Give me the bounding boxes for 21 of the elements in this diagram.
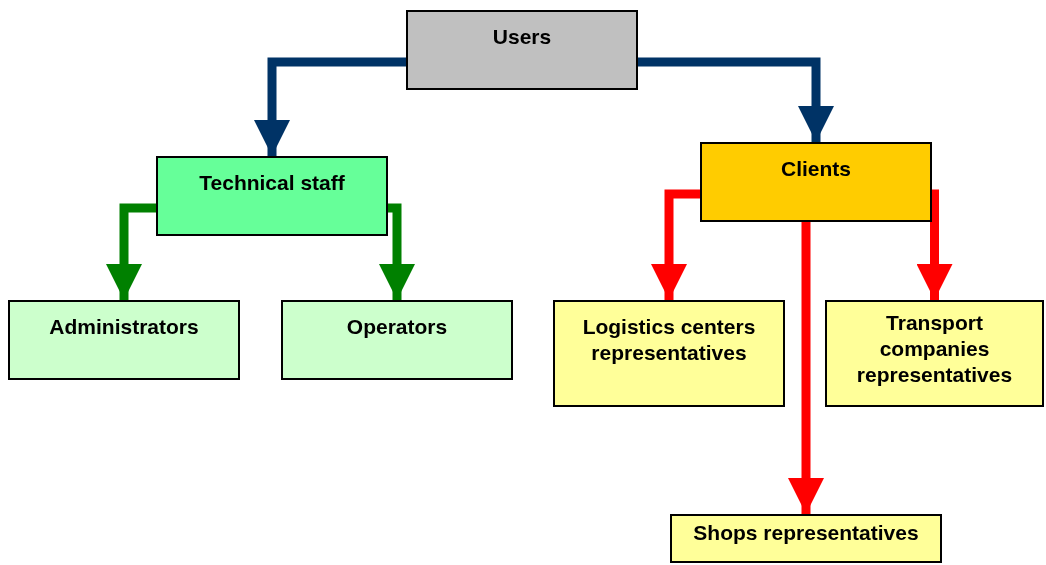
box-label: Clients — [781, 156, 851, 182]
box-label: Operators — [346, 314, 448, 340]
box-label: Shops representatives — [693, 520, 919, 546]
arrow — [254, 57, 406, 156]
box-label: Users — [492, 24, 552, 50]
org-box — [281, 300, 513, 380]
box-label: Transport companies representatives — [855, 310, 1014, 388]
org-box — [156, 156, 388, 236]
arrow — [788, 222, 824, 514]
org-box — [8, 300, 240, 380]
arrow — [638, 57, 834, 142]
org-box — [406, 10, 638, 90]
box-label: Logistics centers representatives — [581, 314, 757, 366]
arrow — [379, 203, 415, 300]
box-label: Technical staff — [199, 170, 345, 196]
org-box — [700, 142, 932, 222]
arrow — [916, 189, 953, 300]
org-box — [670, 514, 942, 563]
box-label: Administrators — [49, 314, 199, 340]
org-box — [825, 300, 1044, 407]
org-box — [553, 300, 785, 407]
